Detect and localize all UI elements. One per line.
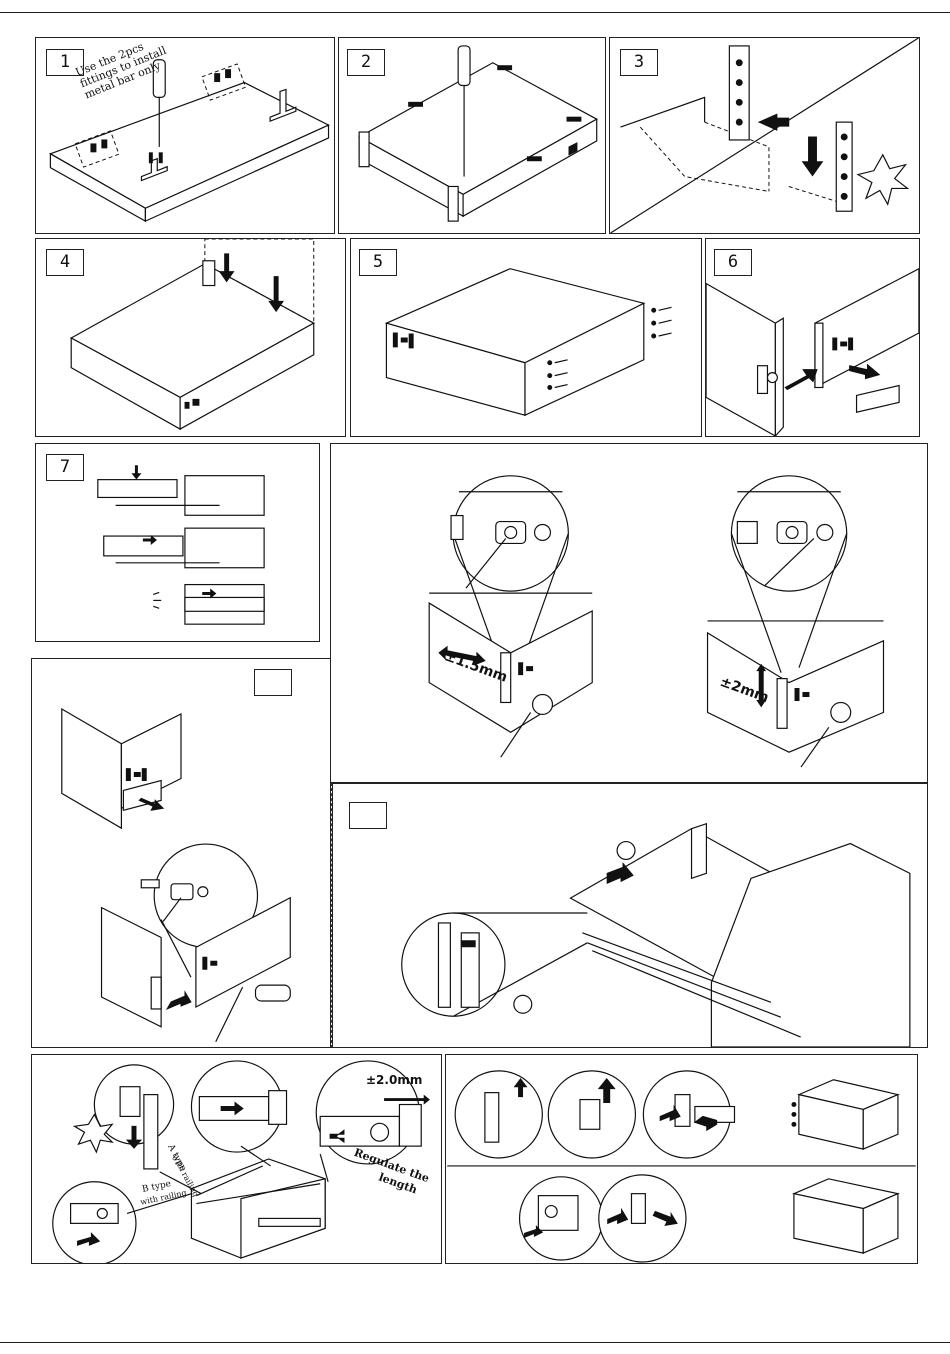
bottom-rule [0,1342,950,1343]
slide-illustration [333,784,927,1047]
adjustment-illustration [331,444,927,782]
panel-step-5: 5 [350,238,702,437]
panel-adjustment: ±1.5mm ±2mm [330,443,928,783]
panel-step-7: 7 [35,443,320,642]
drawer-attach-illustration [706,239,919,436]
panel-step-2: 2 [338,37,606,234]
drawer-side-illustration [36,239,345,436]
length-adjust-label: ±2.0mm [366,1073,422,1087]
panel-step-6: 6 [705,238,920,437]
panel-removal [31,658,331,1048]
side-fixing-illustration [446,1055,917,1263]
drawer-fitting-illustration [339,38,605,233]
rail-insertion-illustration [36,444,319,641]
panel-step-1: 1 Use the 2pcs fittings to install metal… [35,37,335,234]
front-bracket-illustration [610,38,919,233]
panel-step-3: 3 [609,37,920,234]
panel-side-fixing [445,1054,918,1264]
panel-step-4: 4 [35,238,346,437]
panel-railing: ±2.0mm Regulate the length A type with r… [31,1054,442,1264]
removal-illustration [32,659,330,1047]
top-rule [0,12,950,13]
drawer-front-illustration [351,239,701,436]
panel-slide [332,783,928,1048]
